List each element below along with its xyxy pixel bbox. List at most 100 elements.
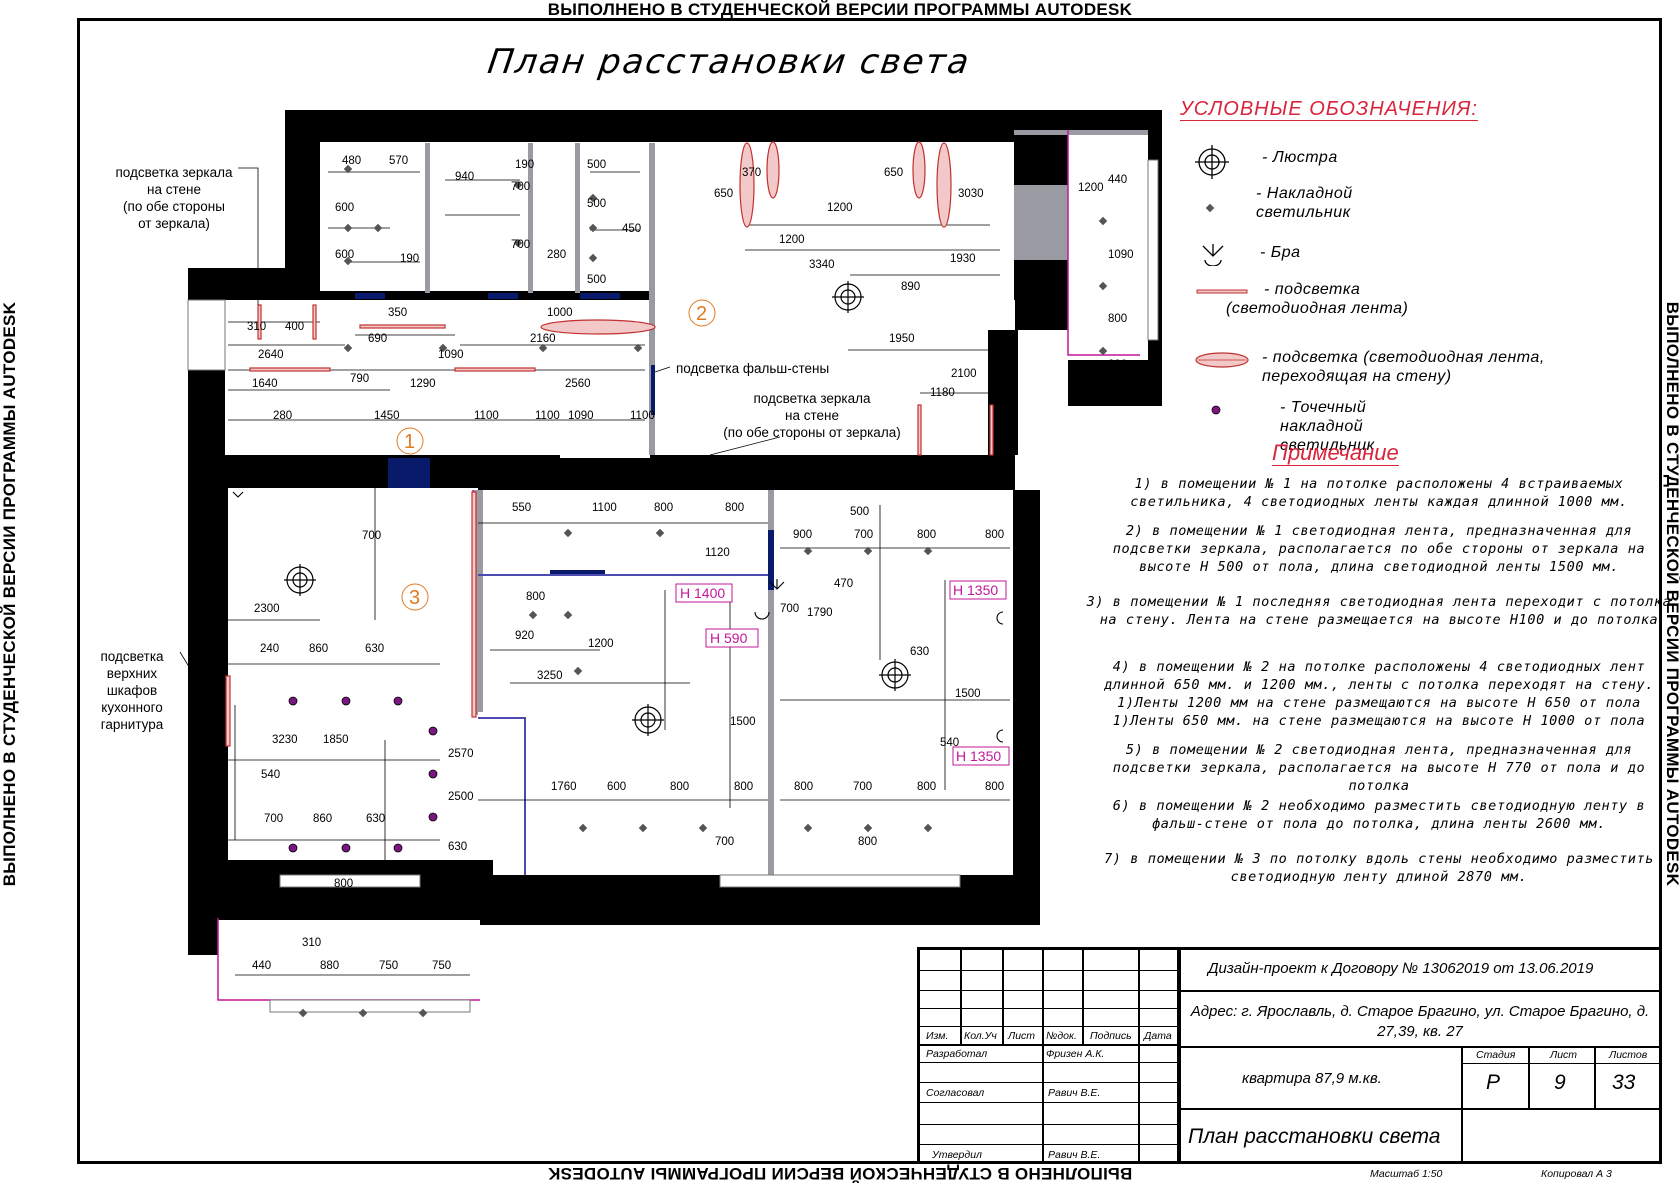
height-tag: H 1350 bbox=[949, 580, 1007, 600]
dimension-label: 3340 bbox=[809, 259, 835, 271]
note-1: 1) в помещении № 1 на потолке расположен… bbox=[1130, 476, 1628, 510]
dimension-label: 240 bbox=[260, 643, 279, 655]
dimension-label: 370 bbox=[742, 167, 761, 179]
stamp-sheet-label: Лист bbox=[1550, 1049, 1578, 1061]
dimension-label: 1180 bbox=[930, 387, 955, 399]
drawing-frame bbox=[77, 18, 1662, 1164]
dimension-label: 350 bbox=[388, 307, 407, 319]
stamp-header-list: Лист bbox=[1008, 1030, 1036, 1042]
dimension-label: 890 bbox=[901, 281, 920, 293]
room-number-1: 1 bbox=[396, 427, 424, 455]
dimension-label: 800 bbox=[1108, 359, 1127, 371]
dimension-label: 540 bbox=[940, 737, 959, 749]
dimension-label: 500 bbox=[587, 198, 606, 210]
dimension-label: 190 bbox=[515, 159, 534, 171]
dimension-label: 800 bbox=[334, 878, 353, 890]
dimension-label: 400 bbox=[285, 321, 304, 333]
svg-text:H 590: H 590 bbox=[710, 630, 748, 646]
dimension-label: 470 bbox=[834, 578, 853, 590]
stamp-name-developed: Фризен А.К. bbox=[1046, 1048, 1105, 1060]
room-number-2: 2 bbox=[688, 299, 716, 327]
dimension-label: 750 bbox=[379, 960, 398, 972]
dimension-label: 280 bbox=[547, 249, 566, 261]
dimension-label: 700 bbox=[715, 836, 734, 848]
chandelier-icon bbox=[1195, 145, 1229, 179]
leader-lines bbox=[179, 167, 781, 681]
dimension-label: 700 bbox=[780, 603, 799, 615]
dimension-label: 1500 bbox=[955, 688, 981, 700]
dimension-label: 480 bbox=[342, 155, 361, 167]
callout-mirror-wall-left: подсветка зеркала на стене (по обе сторо… bbox=[115, 165, 233, 231]
room-number-3: 3 bbox=[401, 583, 429, 611]
sconce-icon bbox=[1202, 244, 1224, 266]
dimension-label: 650 bbox=[884, 167, 903, 179]
chandelier-icons bbox=[284, 281, 911, 736]
note-3: 3) в помещении № 1 последняя светодиодна… bbox=[1086, 594, 1672, 628]
dimension-label: 800 bbox=[794, 781, 813, 793]
dimension-label: 790 bbox=[350, 373, 369, 385]
dimension-label: 1090 bbox=[1108, 249, 1134, 261]
stamp-object: квартира 87,9 м.кв. bbox=[1242, 1070, 1382, 1087]
stamp-project: Дизайн-проект к Договору № 13062019 от 1… bbox=[1208, 960, 1594, 977]
svg-text:H 1350: H 1350 bbox=[953, 582, 998, 598]
legend-item-led-strip: - подсветка (светодиодная лента) bbox=[1226, 281, 1409, 317]
led-strip-wall-icon bbox=[1195, 352, 1249, 368]
dimension-label: 1950 bbox=[889, 333, 915, 345]
stamp-name-approved: Равич В.Е. bbox=[1048, 1149, 1101, 1161]
dimension-label: 1090 bbox=[438, 349, 464, 361]
height-tag: H 1400 bbox=[675, 583, 733, 603]
dimension-label: 2570 bbox=[448, 748, 474, 760]
dimension-label: 940 bbox=[455, 171, 474, 183]
dimension-label: 700 bbox=[853, 781, 872, 793]
dimension-label: 1090 bbox=[568, 410, 594, 422]
dimension-label: 800 bbox=[858, 836, 877, 848]
room-interiors bbox=[218, 130, 1148, 1008]
dimension-label: 1120 bbox=[705, 547, 730, 559]
doors-dark bbox=[355, 293, 774, 590]
dimension-label: 450 bbox=[622, 223, 641, 235]
dimension-label: 630 bbox=[910, 646, 929, 658]
dimension-label: 2300 bbox=[254, 603, 280, 615]
dimension-label: 1850 bbox=[323, 734, 349, 746]
dimension-label: 700 bbox=[854, 529, 873, 541]
dimension-label: 1100 bbox=[474, 410, 499, 422]
note-5: 5) в помещении № 2 светодиодная лента, п… bbox=[1112, 742, 1646, 794]
windows bbox=[187, 159, 1159, 1013]
dimension-label: 880 bbox=[320, 960, 339, 972]
dimension-label: 2160 bbox=[530, 333, 556, 345]
dimension-label: 2500 bbox=[448, 791, 474, 803]
dimension-label: 190 bbox=[400, 253, 419, 265]
dimension-label: 800 bbox=[670, 781, 689, 793]
dimension-label: 700 bbox=[511, 239, 530, 251]
dimension-label: 500 bbox=[587, 159, 606, 171]
title-block: Изм. Кол.Уч Лист №док. Подпись Дата Разр… bbox=[917, 947, 1662, 1164]
dimension-label: 860 bbox=[313, 813, 332, 825]
dimension-label: 550 bbox=[512, 502, 531, 514]
stamp-scale: Масштаб 1:50 bbox=[1370, 1168, 1443, 1180]
dimension-label: 800 bbox=[526, 591, 545, 603]
dimension-label: 570 bbox=[389, 155, 408, 167]
sconce-icons bbox=[232, 491, 1004, 743]
dimension-label: 650 bbox=[714, 188, 733, 200]
dimension-label: 540 bbox=[261, 769, 280, 781]
dimension-label: 700 bbox=[511, 181, 530, 193]
dimension-label: 3030 bbox=[958, 188, 984, 200]
legend-item-chandelier: - Люстра bbox=[1262, 149, 1338, 166]
callout-mirror-wall-right: подсветка зеркала на стене (по обе сторо… bbox=[723, 391, 901, 440]
note-2: 2) в помещении № 1 светодиодная лента, п… bbox=[1112, 523, 1646, 575]
dimension-label: 690 bbox=[368, 333, 387, 345]
stamp-header-izm: Изм. bbox=[926, 1030, 949, 1042]
stamp-sheets-label: Листов bbox=[1609, 1049, 1648, 1061]
dimension-label: 700 bbox=[362, 530, 381, 542]
stamp-format: Копировал А 3 bbox=[1541, 1168, 1612, 1180]
legend-item-spot-light: - Точечный накладной светильник bbox=[1280, 399, 1375, 454]
callout-false-wall: подсветка фальш-стены bbox=[676, 361, 830, 376]
dimension-label: 800 bbox=[734, 781, 753, 793]
dimension-label: 700 bbox=[264, 813, 283, 825]
dimension-label: 500 bbox=[850, 506, 869, 518]
note-4: 4) в помещении № 2 на потолке расположен… bbox=[1104, 659, 1654, 729]
stamp-role-agreed: Согласовал bbox=[926, 1087, 985, 1099]
dimension-label: 1100 bbox=[630, 410, 655, 422]
dimension-label: 1790 bbox=[807, 607, 833, 619]
